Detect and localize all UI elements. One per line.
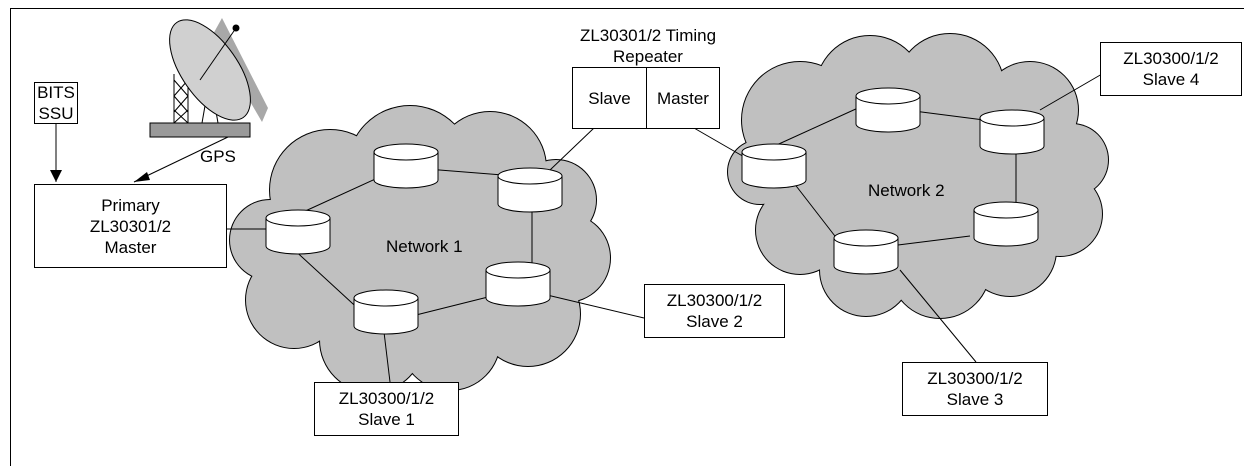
node-n1-e — [353, 289, 419, 335]
network1-label: Network 1 — [386, 237, 463, 256]
link-slave4 — [1039, 73, 1103, 111]
network2-label: Network 2 — [868, 181, 945, 200]
primary-master-line2: ZL30301/2 — [89, 216, 172, 236]
node-n1-d — [485, 261, 551, 307]
node-n2-e — [833, 229, 899, 275]
slave3-line2: Slave 3 — [946, 390, 1004, 409]
ssu-label: SSU — [38, 104, 74, 123]
slave1-line2: Slave 1 — [358, 410, 415, 429]
timing-repeater-box: Slave Master — [572, 67, 720, 129]
cloud-network-1 — [229, 105, 611, 393]
diagram-frame — [10, 8, 1244, 466]
satellite-dish-icon — [149, 18, 268, 138]
repeater-master-label: Master — [657, 88, 709, 108]
repeater-title-line1: ZL30301/2 Timing — [579, 26, 717, 45]
link-slave3 — [899, 269, 977, 363]
primary-master-line1: Primary — [101, 195, 160, 215]
node-n2-a — [741, 143, 807, 189]
network-nodes — [265, 87, 1045, 335]
slave3-line1: ZL30300/1/2 — [927, 369, 1023, 388]
repeater-master-cell: Master — [647, 68, 719, 128]
link-n1-e-a — [289, 245, 365, 315]
node-n1-b — [373, 143, 439, 189]
slave4-box: ZL30300/1/2 Slave 4 — [1100, 42, 1242, 96]
slave1-box: ZL30300/1/2 Slave 1 — [314, 382, 459, 436]
node-n2-c — [979, 109, 1045, 155]
link-n2-d-e — [889, 235, 971, 247]
repeater-slave-label: Slave — [588, 88, 631, 108]
node-n2-b — [855, 87, 921, 133]
gps-label: GPS — [200, 147, 236, 166]
repeater-title-line2: Repeater — [613, 47, 683, 66]
node-n1-c — [497, 167, 563, 213]
slave1-line1: ZL30300/1/2 — [338, 389, 435, 408]
primary-master-line3: Master — [104, 237, 157, 257]
bits-label: BITS — [37, 83, 75, 102]
link-repeater-to-net1 — [549, 127, 595, 171]
arrowhead-gps — [134, 172, 150, 182]
slave2-line2: Slave 2 — [686, 312, 743, 331]
repeater-title: ZL30301/2 Timing Repeater — [548, 25, 748, 67]
arrowhead-bits — [50, 170, 62, 182]
bits-ssu-box: BITS SSU — [34, 82, 78, 124]
slave4-line1: ZL30300/1/2 — [1123, 49, 1219, 68]
link-n2-a-b — [769, 107, 859, 149]
primary-master-box: Primary ZL30301/2 Master — [34, 184, 227, 268]
node-n1-a — [265, 209, 331, 255]
node-n2-d — [973, 201, 1039, 247]
slave2-line1: ZL30300/1/2 — [666, 291, 763, 310]
slave3-box: ZL30300/1/2 Slave 3 — [902, 362, 1048, 416]
link-gps-to-master — [133, 136, 229, 183]
repeater-slave-cell: Slave — [573, 68, 647, 128]
link-slave1 — [383, 331, 391, 383]
link-n2-e-a — [789, 177, 839, 241]
link-repeater-to-net2 — [693, 127, 747, 159]
slave4-line2: Slave 4 — [1142, 70, 1200, 89]
slave2-box: ZL30300/1/2 Slave 2 — [644, 284, 785, 338]
